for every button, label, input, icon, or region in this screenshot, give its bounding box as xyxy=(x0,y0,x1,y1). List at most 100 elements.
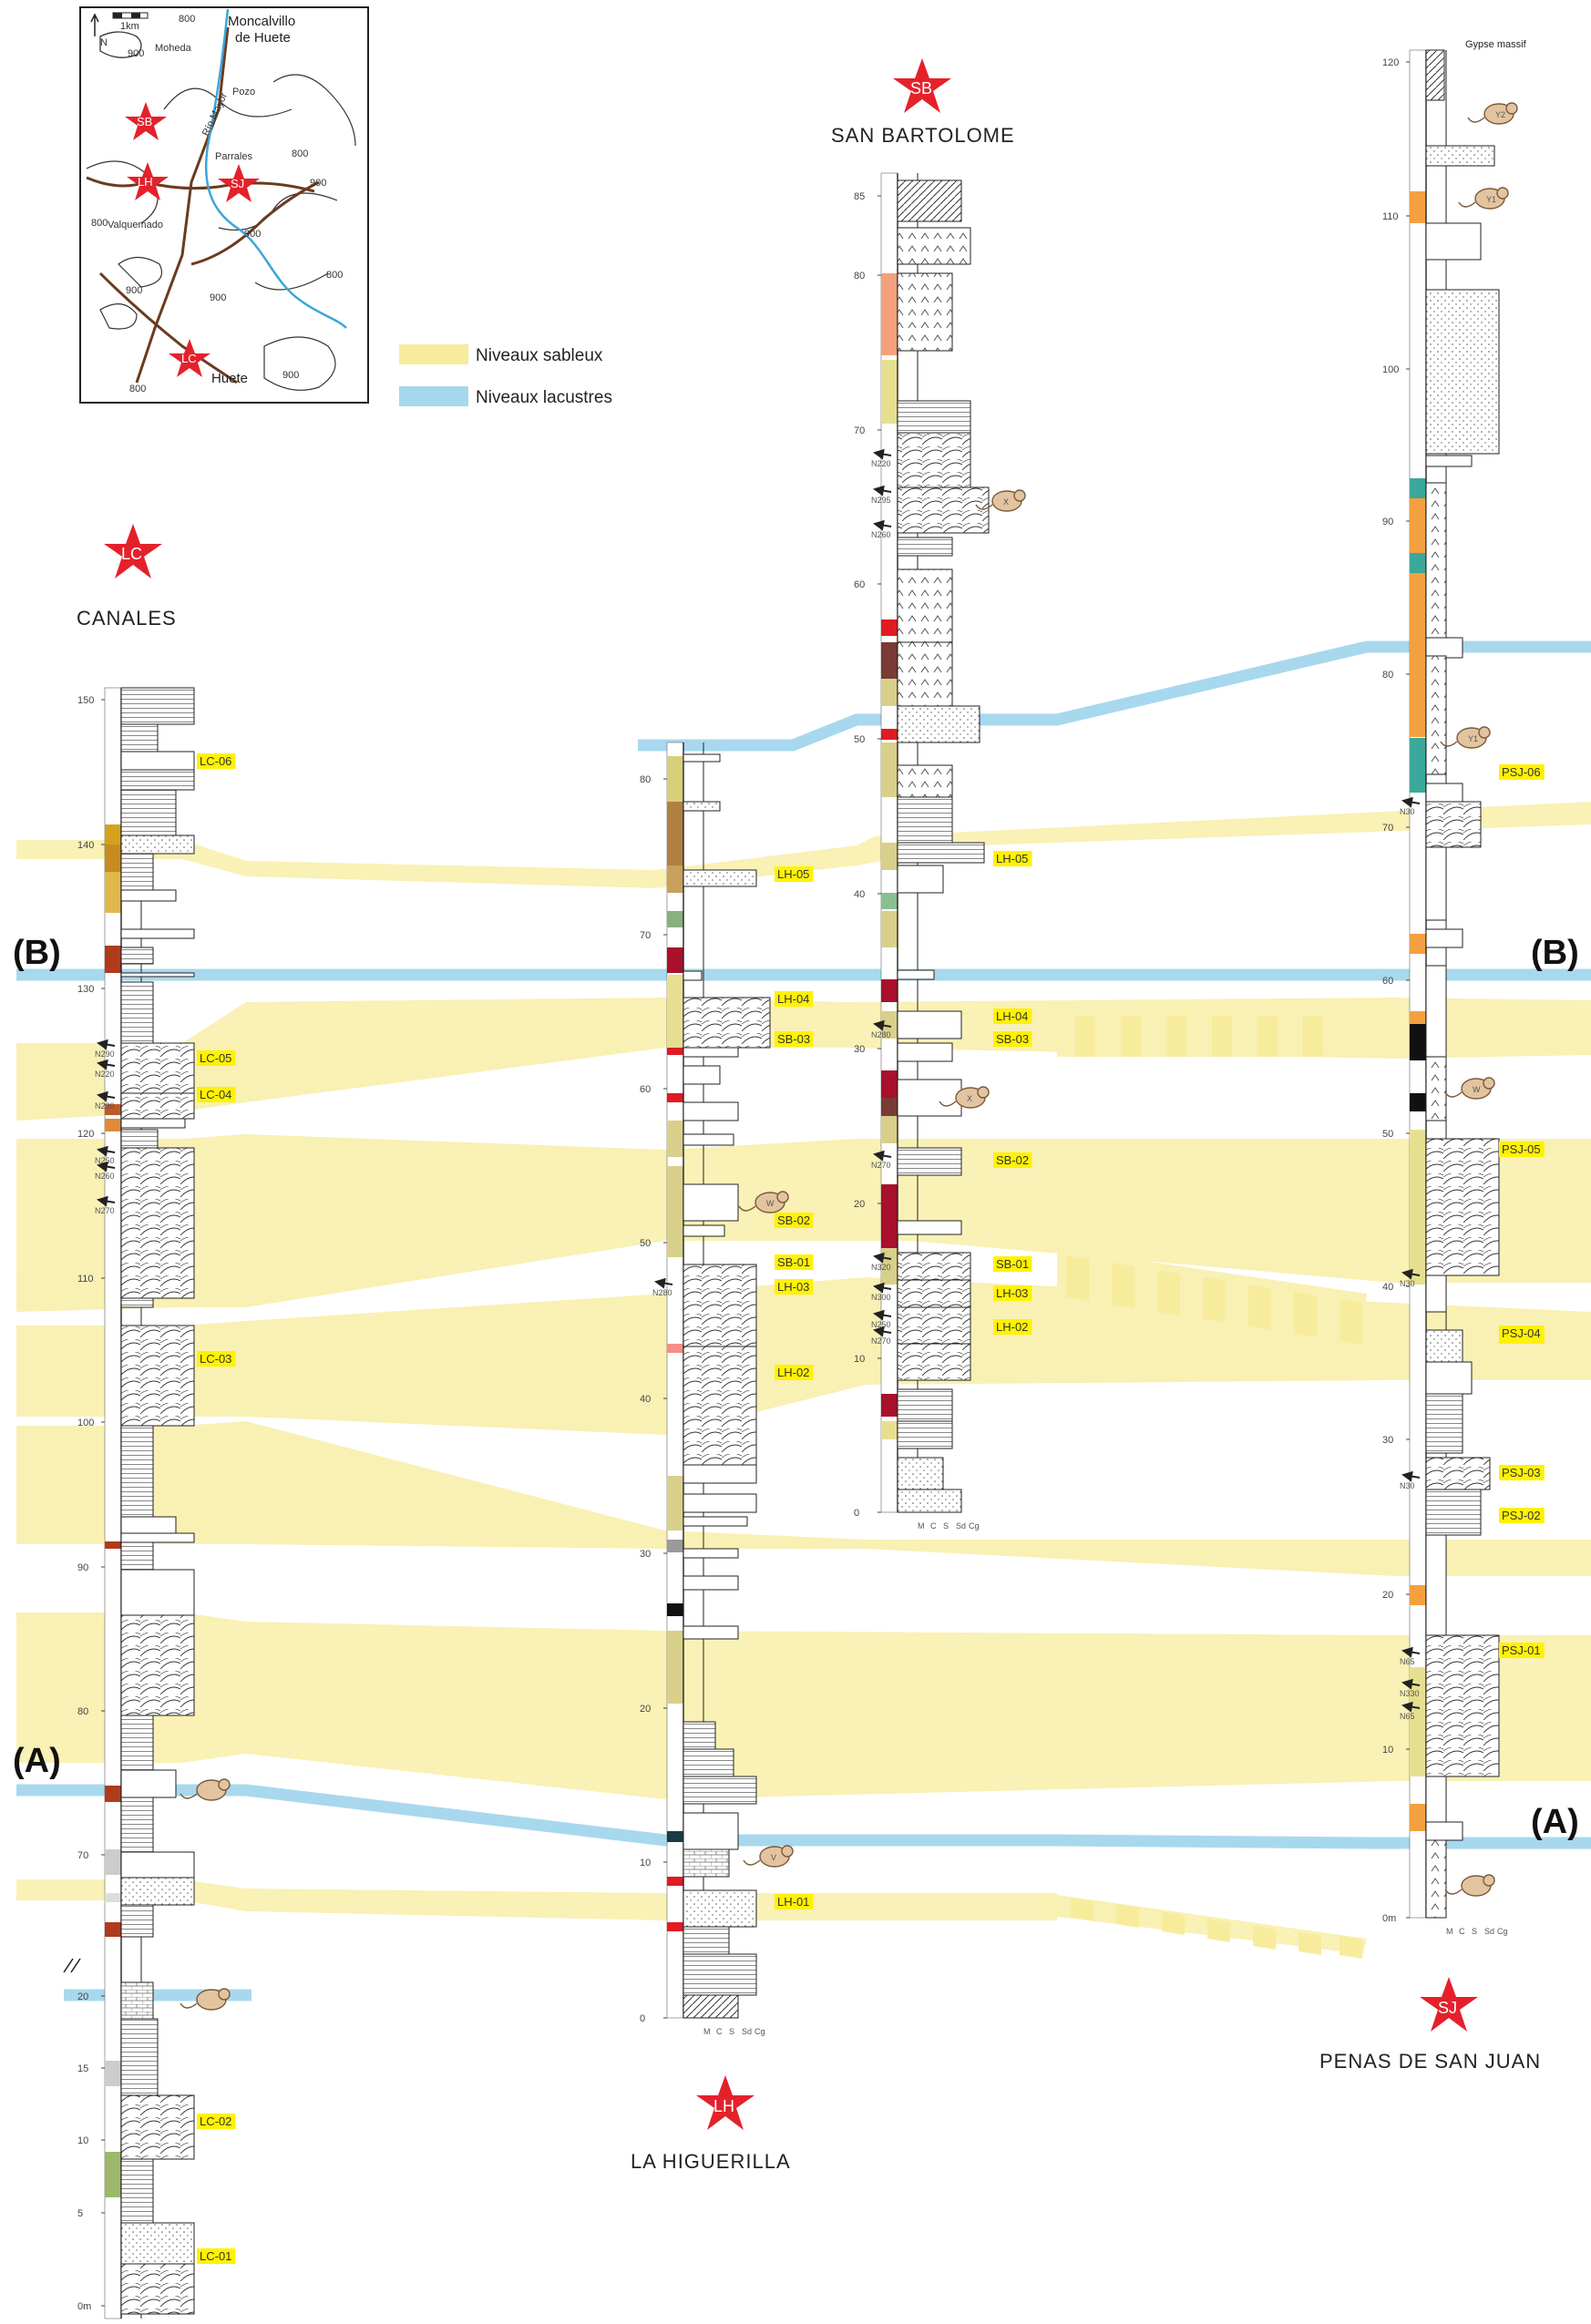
facies-color-block xyxy=(105,946,121,973)
paleocurrent-label: N260 xyxy=(95,1172,115,1181)
lithology-bed xyxy=(121,1426,153,1517)
fossil-locality-label: Y1 xyxy=(1486,195,1496,204)
rodent-tail xyxy=(744,1860,760,1865)
lithology-bed xyxy=(121,835,194,854)
axis-tick-label: 60 xyxy=(854,579,865,590)
lithology-bed xyxy=(121,1770,176,1797)
sample-label: SB-02 xyxy=(777,1213,810,1227)
facies-color-block xyxy=(667,1540,683,1552)
axis-tick-label: 0m xyxy=(1382,1913,1396,1924)
axis-tick-label: 70 xyxy=(640,930,651,941)
grain-size-label: C xyxy=(1459,1927,1465,1936)
facies-color-block xyxy=(667,1631,683,1704)
facies-color-block xyxy=(881,979,898,1002)
lithology-bed xyxy=(1426,847,1446,920)
sample-label: LH-04 xyxy=(996,1009,1028,1023)
lithology-bed xyxy=(121,2159,153,2223)
sample-label: PSJ-05 xyxy=(1502,1142,1541,1156)
map-place-moheda: Moheda xyxy=(155,43,192,54)
rodent-head xyxy=(777,1192,788,1203)
lithology-bed xyxy=(898,1080,961,1116)
sample-label: LC-01 xyxy=(200,2249,231,2263)
lithology-bed xyxy=(898,1344,970,1380)
site-code-sb: SB xyxy=(910,79,932,97)
site-name-sb: SAN BARTOLOME xyxy=(831,124,1015,147)
facies-color-block xyxy=(881,679,898,706)
grain-size-label: C xyxy=(716,2027,723,2036)
lake-band xyxy=(16,1790,1591,1843)
lithology-bed xyxy=(121,2264,194,2314)
legend-lake-label: Niveaux lacustres xyxy=(476,388,612,407)
lithology-bed xyxy=(683,1048,738,1057)
lake-band xyxy=(638,647,1591,745)
legend-sand-label: Niveaux sableux xyxy=(476,346,603,365)
axis-tick-label: 130 xyxy=(77,984,94,995)
grain-size-label: M xyxy=(918,1521,925,1531)
sample-label: SB-01 xyxy=(996,1257,1029,1271)
paleocurrent-label: N30 xyxy=(1400,1481,1415,1490)
facies-color-block xyxy=(1410,1585,1426,1605)
map-contour-label: 900 xyxy=(282,370,299,381)
lithology-bed xyxy=(683,1954,756,1995)
sample-label: LH-04 xyxy=(777,992,809,1006)
lithology-bed xyxy=(1426,656,1446,774)
lithology-bed xyxy=(898,180,961,221)
facies-color-block xyxy=(105,1849,121,1875)
legend-lake-swatch xyxy=(399,386,468,406)
lithology-bed xyxy=(1426,1139,1499,1275)
lithology-bed xyxy=(898,1280,970,1307)
paleocurrent-label: N300 xyxy=(871,1293,891,1302)
sand-band xyxy=(16,1421,1591,1576)
axis-tick-label: 85 xyxy=(854,191,865,202)
grain-size-label: Cg xyxy=(1497,1927,1508,1936)
lithology-bed xyxy=(683,1776,756,1804)
facies-color-block xyxy=(881,1116,898,1143)
lithology-bed xyxy=(121,947,153,964)
lithology-bed xyxy=(898,1421,952,1449)
sample-label: LC-05 xyxy=(200,1051,231,1065)
axis-tick-label: 90 xyxy=(1382,517,1393,527)
marker-b-right: (B) xyxy=(1531,934,1579,972)
axis-tick-label: 50 xyxy=(640,1238,651,1249)
facies-color-block xyxy=(667,1922,683,1931)
lithology-bed xyxy=(121,1130,158,1148)
lithology-bed xyxy=(1426,1776,1446,1822)
fossil-locality-label: Y1 xyxy=(1468,734,1478,743)
lithology-bed xyxy=(898,1011,961,1039)
lithology-bed xyxy=(1426,966,1446,1057)
facies-color-block xyxy=(1410,498,1426,553)
paleocurrent-label: N250 xyxy=(871,1320,891,1329)
facies-color-block xyxy=(667,1603,683,1616)
map-place-moncalvillo: Moncalvillo xyxy=(228,14,295,29)
grain-size-label: Sd xyxy=(742,2027,752,2036)
lithology-bed xyxy=(1426,1535,1446,1635)
facies-color-block xyxy=(881,1098,898,1116)
lithology-bed xyxy=(121,770,194,790)
lithology-bed xyxy=(683,1225,724,1236)
facies-color-block xyxy=(667,1166,683,1257)
site-header-lc: LC CANALES xyxy=(77,524,177,630)
axis-tick-label: 20 xyxy=(640,1704,651,1715)
rodent-tail xyxy=(1468,118,1484,122)
site-header-lh: LH LA HIGUERILLA xyxy=(631,2075,791,2173)
sand-band xyxy=(16,998,1591,1121)
lithology-bed xyxy=(1426,1394,1463,1453)
fossil-locality-label: X xyxy=(1003,497,1009,507)
map-place-parrales: Parrales xyxy=(215,151,252,162)
lithology-bed xyxy=(1426,1840,1446,1918)
lithology-bed xyxy=(121,752,194,770)
paleocurrent-label: N320 xyxy=(871,1263,891,1272)
grain-size-label: Sd xyxy=(1484,1927,1494,1936)
axis-tick-label: 40 xyxy=(1382,1282,1393,1293)
sample-label: LH-02 xyxy=(777,1366,809,1379)
sample-label: LC-03 xyxy=(200,1352,231,1366)
axis-tick-label: 150 xyxy=(77,695,94,706)
facies-color-block xyxy=(105,1922,121,1937)
lithology-bed xyxy=(683,1549,738,1558)
paleocurrent-label: N250 xyxy=(95,1156,115,1165)
lithology-bed xyxy=(1426,638,1463,658)
lithology-bed xyxy=(1426,1490,1481,1535)
facies-color-block xyxy=(105,1119,121,1131)
facies-color-block xyxy=(1410,1024,1426,1060)
facies-color-block xyxy=(881,1184,898,1248)
